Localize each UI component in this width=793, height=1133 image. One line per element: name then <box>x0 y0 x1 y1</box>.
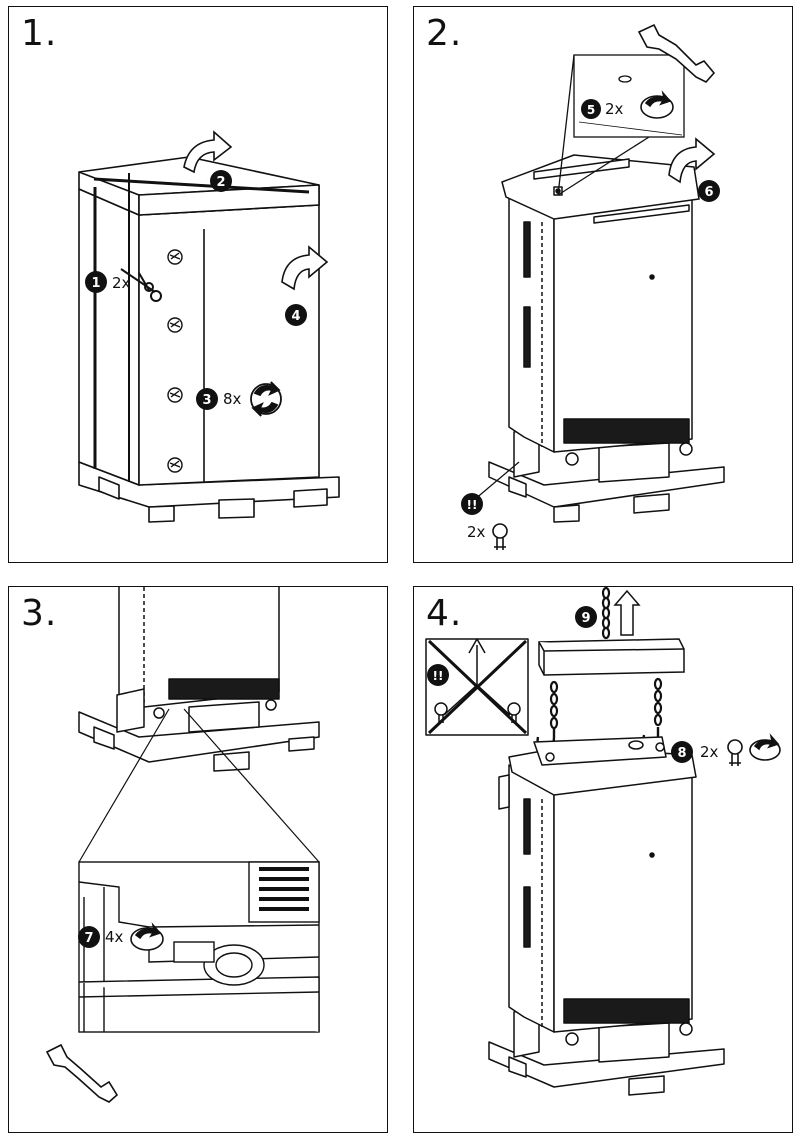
rotate-icon <box>250 381 282 417</box>
step-number: 2. <box>426 13 463 54</box>
step-panel-1: 1. <box>8 6 388 563</box>
lifting-illustration: !! <box>425 587 781 1096</box>
quantity-label: 2x <box>467 523 486 541</box>
callout-2: 2 <box>210 170 232 192</box>
wrench-icon <box>637 23 716 83</box>
svg-text:3: 3 <box>202 393 211 408</box>
svg-text:5: 5 <box>587 103 595 117</box>
eye-bolt-icon <box>727 739 743 766</box>
rotate-icon <box>640 90 674 119</box>
rotate-icon <box>749 733 781 761</box>
svg-text:!!: !! <box>433 669 444 683</box>
scissors-icon <box>120 268 162 302</box>
svg-text:8: 8 <box>677 746 686 761</box>
quantity-label: 8x <box>223 390 242 408</box>
svg-text:9: 9 <box>581 611 590 626</box>
callout-3: 3 <box>196 388 218 410</box>
cabinet-on-pallet-illustration: 5 2x 6 !! 2x <box>461 23 725 550</box>
rotate-icon <box>130 922 164 951</box>
box-screws <box>167 249 183 473</box>
svg-text:6: 6 <box>704 185 713 200</box>
svg-text:7: 7 <box>84 931 93 946</box>
lifting-chain-icon <box>549 677 663 730</box>
pallet-screw-detail-illustration: 7 4x <box>45 587 320 1103</box>
callout-9: 9 <box>575 606 597 628</box>
warning-icon: !! <box>461 493 483 515</box>
rotate-icon <box>281 245 329 291</box>
packaging-box-illustration: 1 2x 2 3 8x 4 <box>78 130 340 523</box>
svg-text:2: 2 <box>216 175 225 190</box>
svg-text:!!: !! <box>467 498 478 512</box>
lifting-chain-icon <box>601 587 611 640</box>
quantity-label: 4x <box>105 928 124 946</box>
step-panel-2: 2. <box>413 6 793 563</box>
svg-text:4: 4 <box>291 309 300 324</box>
quantity-label: 2x <box>605 100 624 118</box>
rotate-icon <box>183 130 233 174</box>
step-number: 3. <box>21 593 58 634</box>
rotate-icon <box>668 137 716 184</box>
step-number: 4. <box>426 593 463 634</box>
callout-4: 4 <box>285 304 307 326</box>
eye-bolt-icon <box>492 523 508 550</box>
callout-7: 7 <box>78 926 100 948</box>
callout-1: 1 <box>85 271 107 293</box>
quantity-label: 2x <box>700 743 719 761</box>
callout-6: 6 <box>698 180 720 202</box>
svg-text:1: 1 <box>91 276 100 291</box>
callout-8: 8 <box>671 741 693 763</box>
step-panel-3: 3. <box>8 586 388 1133</box>
quantity-label: 2x <box>112 274 131 292</box>
lift-arrow-icon <box>613 589 641 636</box>
eye-bolt-icon <box>434 702 521 723</box>
callout-5: 5 <box>581 99 601 119</box>
warning-icon: !! <box>427 664 449 686</box>
step-panel-4: 4. !! <box>413 586 793 1133</box>
step-number: 1. <box>21 13 58 54</box>
wrench-icon <box>45 1043 119 1103</box>
